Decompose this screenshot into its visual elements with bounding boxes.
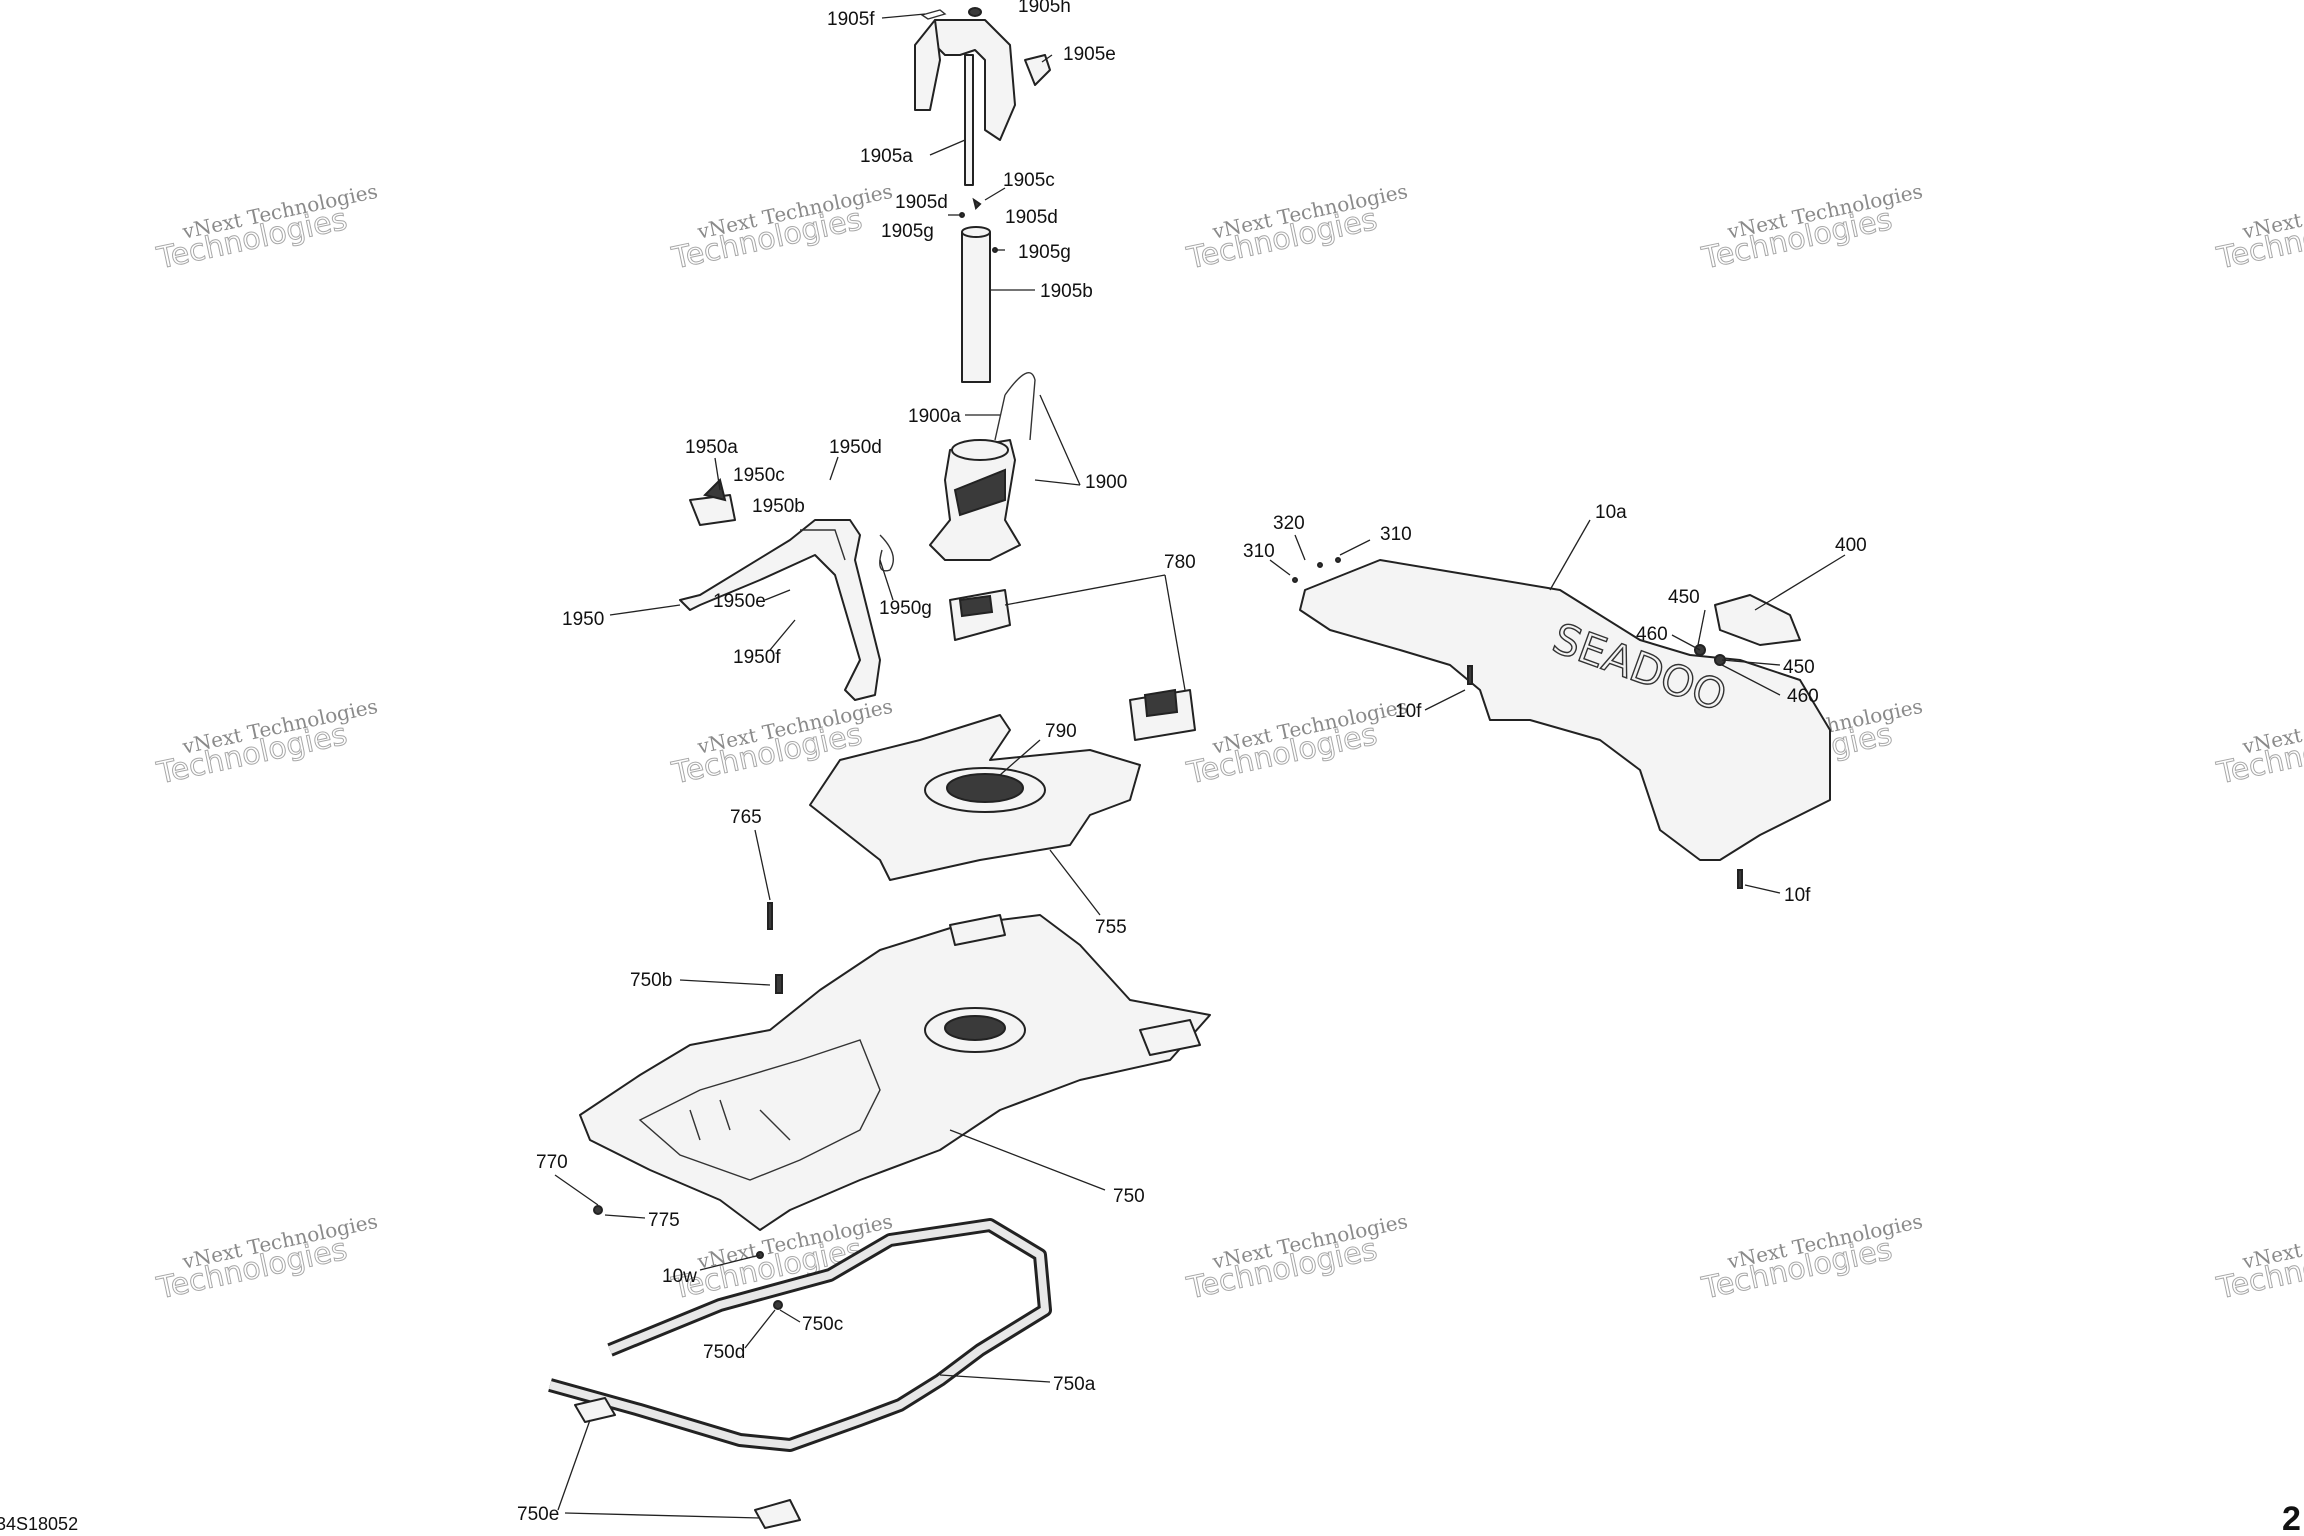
steering-column-part xyxy=(959,197,998,383)
deck-panel-part xyxy=(579,914,1211,1231)
callout-labels: 1905f 1905h 1905e 1905a 1905c 1905d 1905… xyxy=(517,0,1867,1525)
seal-strip-part xyxy=(548,1218,1052,1529)
callout-label: 1950b xyxy=(752,496,805,517)
callout-label: 750a xyxy=(1053,1374,1096,1395)
page-number: 2 xyxy=(2282,1500,2301,1536)
callout-label: 770 xyxy=(536,1152,568,1173)
leader-lines xyxy=(554,13,1846,1519)
callout-label: 10f xyxy=(1784,885,1811,906)
callout-label: 765 xyxy=(730,807,762,828)
storage-bin-part xyxy=(949,589,1196,741)
drawing-code: 34S18052 xyxy=(0,1514,78,1534)
grab-handle-part xyxy=(679,478,894,701)
callout-label: 310 xyxy=(1243,541,1275,562)
callout-label: 320 xyxy=(1273,513,1305,534)
callout-label: 10a xyxy=(1595,502,1627,523)
callout-label: 1900a xyxy=(908,406,961,427)
callout-label: 1950f xyxy=(733,647,781,668)
callout-label: 10f xyxy=(1395,701,1422,722)
callout-label: 1905d xyxy=(895,192,948,213)
callout-label: 400 xyxy=(1835,535,1867,556)
steering-support-part xyxy=(929,372,1036,561)
handlebar-part xyxy=(914,7,1051,186)
callout-label: 1950g xyxy=(879,598,932,619)
callout-label: 750d xyxy=(703,1342,745,1363)
callout-label: 750e xyxy=(517,1504,559,1525)
callout-label: 750 xyxy=(1113,1186,1145,1207)
mount-bracket-part xyxy=(1694,594,1801,666)
callout-label: 460 xyxy=(1636,624,1668,645)
callout-label: 460 xyxy=(1787,686,1819,707)
callout-label: 775 xyxy=(648,1210,680,1231)
callout-label: 1905f xyxy=(827,9,875,30)
callout-label: 310 xyxy=(1380,524,1412,545)
callout-label: 790 xyxy=(1045,721,1077,742)
callout-label: 1950d xyxy=(829,437,882,458)
callout-label: 1950a xyxy=(685,437,738,458)
callout-label: 1905c xyxy=(1003,170,1055,191)
callout-label: 1905h xyxy=(1018,0,1071,17)
callout-label: 755 xyxy=(1095,917,1127,938)
callout-label: 750b xyxy=(630,970,672,991)
callout-label: 1950c xyxy=(733,465,785,486)
callout-label: 1905b xyxy=(1040,281,1093,302)
cover-plate-part xyxy=(809,714,1141,881)
callout-label: 450 xyxy=(1783,657,1815,678)
callout-label: 1950 xyxy=(562,609,604,630)
callout-label: 450 xyxy=(1668,587,1700,608)
callout-label: 10w xyxy=(662,1266,697,1287)
callout-label: 1905g xyxy=(1018,242,1071,263)
callout-label: 1905a xyxy=(860,146,913,167)
callout-label: 1950e xyxy=(713,591,766,612)
callout-label: 1905g xyxy=(881,221,934,242)
callout-label: 750c xyxy=(802,1314,843,1335)
callout-label: 1905e xyxy=(1063,44,1116,65)
callout-label: 1905d xyxy=(1005,207,1058,228)
callout-label: 780 xyxy=(1164,552,1196,573)
callout-label: 1900 xyxy=(1085,472,1127,493)
